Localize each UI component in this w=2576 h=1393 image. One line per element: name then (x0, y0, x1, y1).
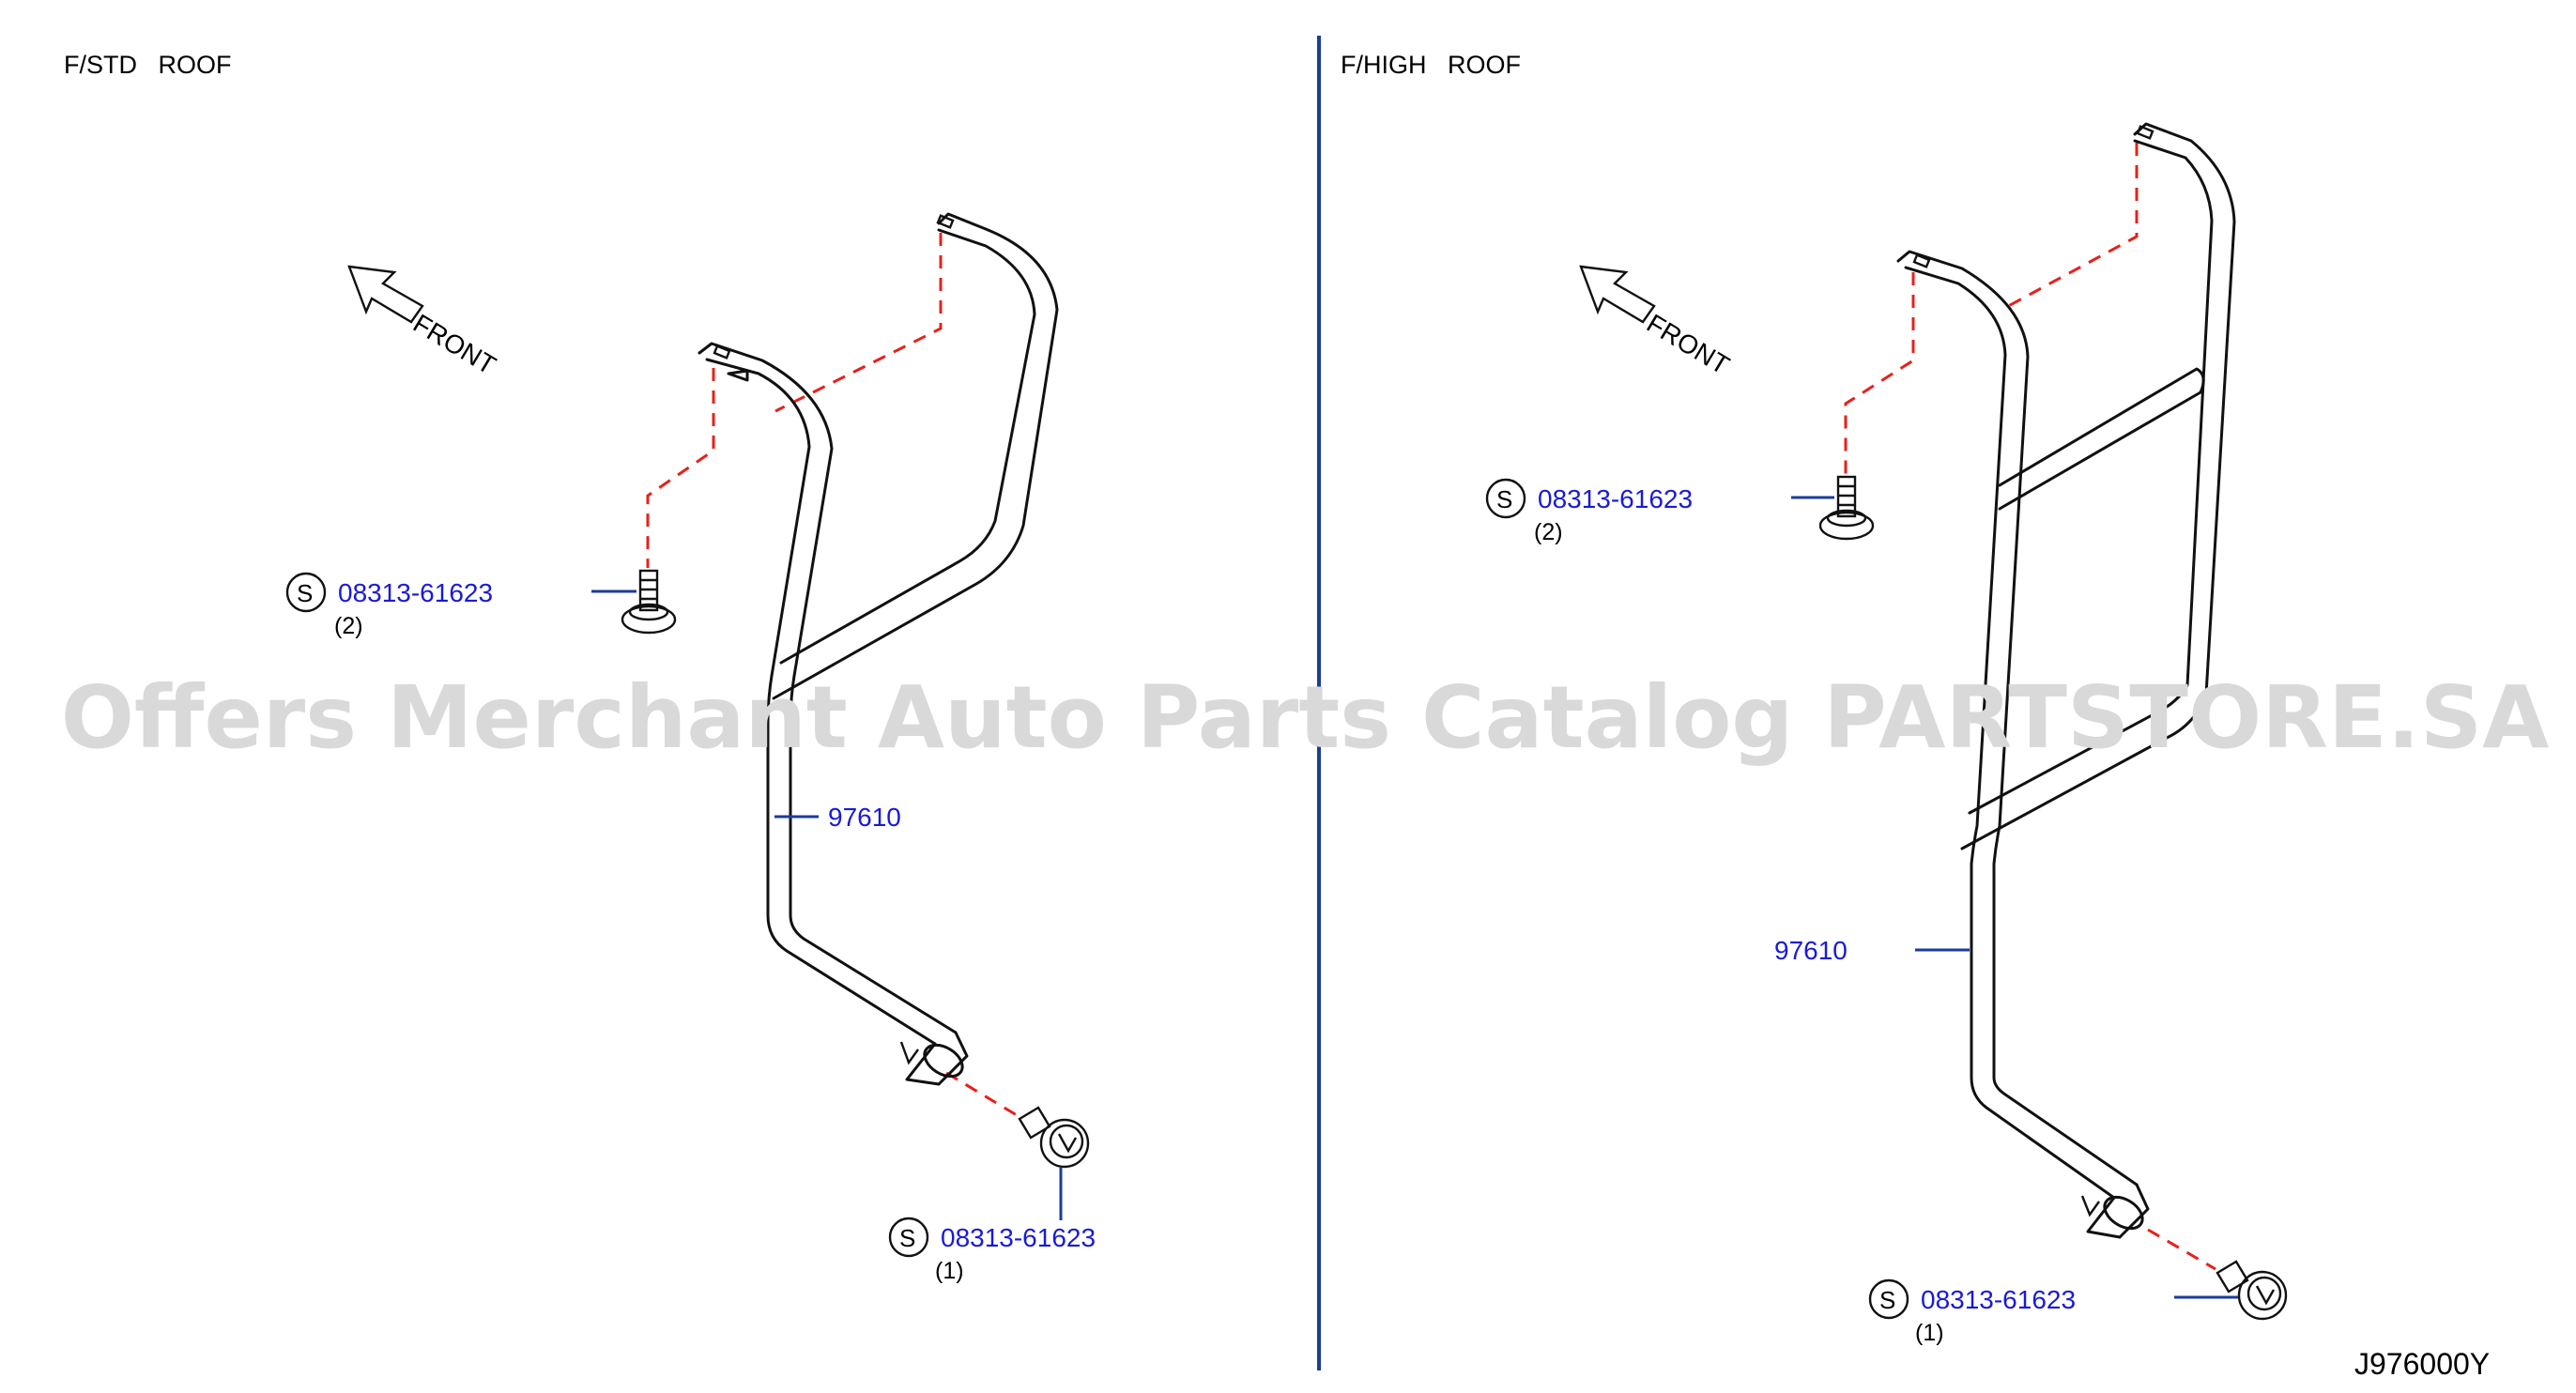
part-number-bolt: 08313-61623 (941, 1223, 1096, 1252)
bolt-icon (1018, 1106, 1090, 1220)
mounting-dashed-lines (646, 233, 1018, 1117)
quantity: (2) (334, 613, 363, 639)
callout-bottom-left: S 08313-61623 (1) (888, 1217, 1096, 1284)
front-label: FRONT (1642, 309, 1735, 380)
watermark-text: Offers Merchant Auto Parts Catalog PARTS… (61, 667, 2550, 768)
part-number-bolt: 08313-61623 (1921, 1285, 2076, 1314)
bolt-icon (1791, 475, 1875, 541)
callout-bottom-right: S 08313-61623 (1) (1868, 1278, 2076, 1346)
s-symbol: S (1879, 1286, 1895, 1314)
bolt-icon (591, 569, 677, 635)
right-panel: F/HIGH ROOF FRONT (1341, 51, 2490, 1381)
assist-bar-97610-left (698, 212, 1059, 1086)
bolt-icon (2174, 1260, 2288, 1321)
s-symbol-icon (285, 572, 327, 613)
callout-top-left: S 08313-61623 (2) (285, 572, 493, 639)
front-label: FRONT (408, 309, 501, 380)
front-arrow-icon: FRONT (1579, 265, 1735, 380)
callout-top-right: S 08313-61623 (2) (1485, 478, 1693, 545)
assist-bar-97610-right (1896, 122, 2236, 1239)
diagram-code: J976000Y (2354, 1347, 2490, 1381)
part-number-bolt: 08313-61623 (338, 578, 493, 607)
right-panel-title: F/HIGH ROOF (1341, 51, 1521, 79)
left-panel-title: F/STD ROOF (64, 51, 232, 79)
s-symbol-icon (888, 1217, 929, 1258)
s-symbol: S (1496, 485, 1512, 513)
part-number-bar: 97610 (1774, 936, 1848, 965)
s-symbol: S (899, 1224, 915, 1252)
part-number-bolt: 08313-61623 (1538, 484, 1693, 513)
quantity: (1) (935, 1258, 964, 1284)
quantity: (1) (1915, 1320, 1944, 1346)
s-symbol-icon (1485, 478, 1526, 519)
s-symbol-icon (1868, 1278, 1909, 1320)
s-symbol: S (297, 579, 313, 607)
quantity: (2) (1534, 519, 1563, 545)
part-number-bar: 97610 (828, 803, 901, 832)
front-arrow-icon: FRONT (347, 265, 501, 380)
mounting-dashed-lines (1844, 143, 2216, 1271)
